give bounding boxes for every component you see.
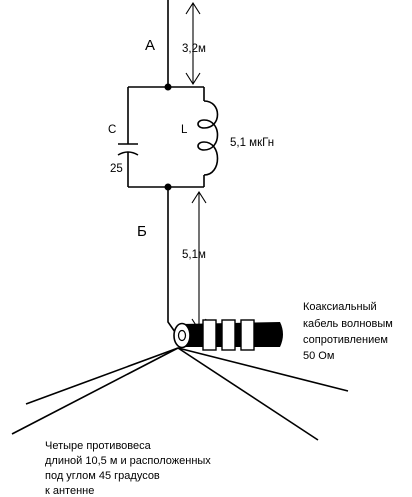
label-capacitor-value: 25	[110, 163, 123, 175]
cable-note-line-1: Коаксиальный	[303, 301, 377, 313]
top-dimension-arrow-up	[185, 1, 201, 15]
cable-note-line-4: 50 Ом	[303, 350, 334, 362]
radials-note-line-2: длиной 10,5 м и расположенных	[45, 455, 211, 467]
label-point-b: Б	[137, 223, 147, 240]
label-inductance: 5,1 мкГн	[230, 137, 274, 149]
top-dimension-arrow-down	[185, 72, 201, 86]
label-top-length: 3,2м	[182, 43, 206, 55]
inductor-coil	[197, 100, 219, 176]
radials-note-line-4: к антенне	[45, 485, 94, 497]
label-capacitor-letter: С	[108, 124, 116, 136]
label-bottom-length: 5,1м	[182, 249, 206, 261]
radials-note-line-1: Четыре противовеса	[45, 440, 152, 452]
coaxial-cable	[173, 319, 283, 351]
lower-radiator-wire	[167, 187, 183, 343]
cable-note-line-2: кабель волновым	[303, 318, 393, 330]
bottom-dimension-arrow-up	[191, 190, 207, 204]
radials-note-line-3: под углом 45 градусов	[45, 470, 160, 482]
label-point-a: А	[145, 37, 155, 54]
label-inductor-letter: L	[181, 124, 188, 136]
cable-note-line-3: сопротивлением	[303, 334, 388, 346]
counterpoise-radials	[11, 347, 349, 441]
